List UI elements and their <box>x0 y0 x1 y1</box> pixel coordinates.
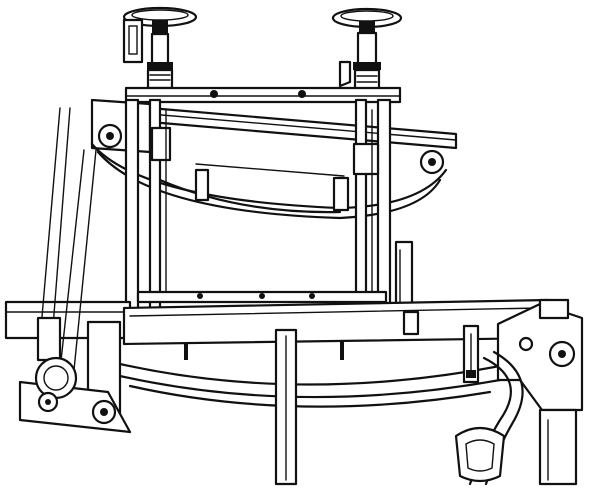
handwheel-left <box>122 6 198 64</box>
top-crossbar <box>124 86 402 104</box>
screw-jack-left <box>146 32 174 90</box>
screw-jack-right <box>338 31 381 92</box>
lower-foot-right <box>454 426 506 483</box>
upper-cross-beam <box>90 98 458 154</box>
left-wheel-assembly <box>18 316 132 434</box>
right-bracket-assembly <box>462 298 584 486</box>
leaf-spring <box>39 107 502 408</box>
handwheel-right <box>331 7 403 33</box>
angled-upper-beam <box>90 142 448 220</box>
center-post <box>274 328 298 486</box>
